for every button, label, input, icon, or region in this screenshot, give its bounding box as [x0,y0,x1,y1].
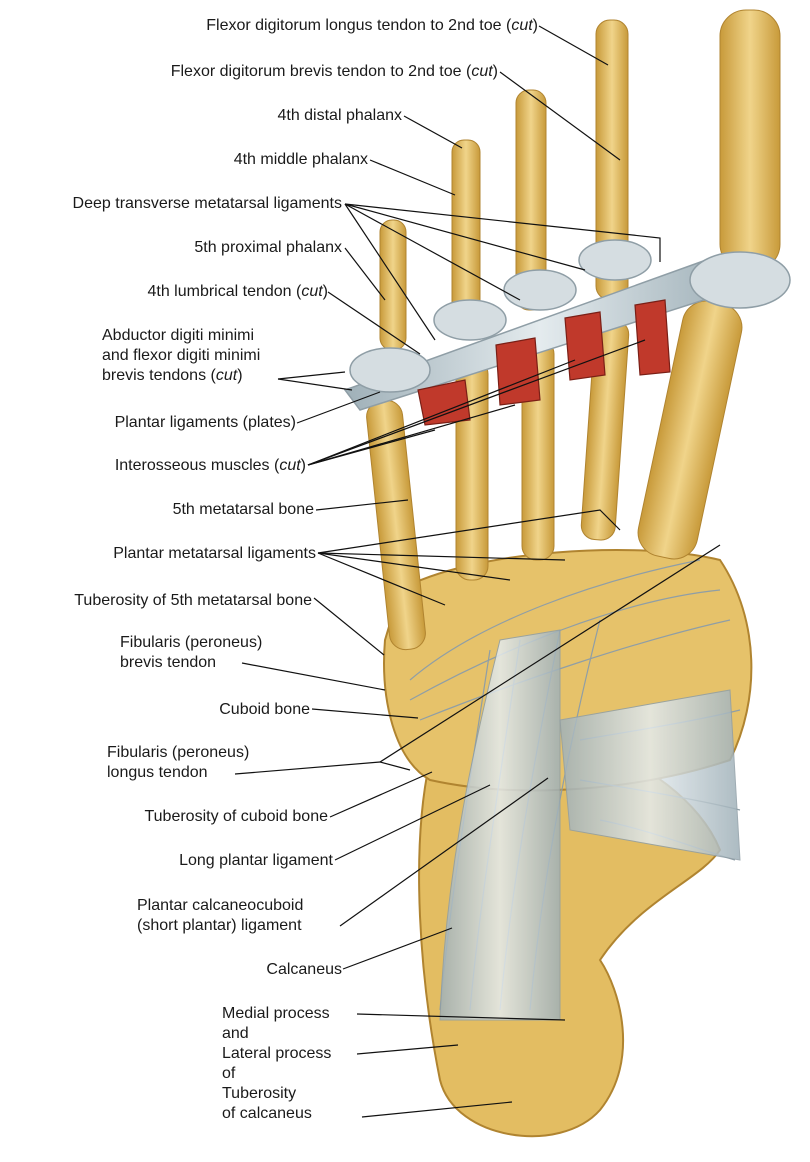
label-5th-metatarsal-bone: 5th metatarsal bone [172,501,314,518]
interosseous-muscles [417,299,671,426]
phalanges [379,9,781,351]
label-fibularis-brevis: Fibularis (peroneus) brevis tendon [120,634,263,671]
label-4th-lumbrical-tendon: 4th lumbrical tendon (cut) [147,283,328,300]
label-deep-transverse-ligaments: Deep transverse metatarsal ligaments [72,195,342,212]
label-tuberosity-5th-metatarsal: Tuberosity of 5th metatarsal bone [74,592,312,609]
label-plantar-metatarsal-ligaments: Plantar metatarsal ligaments [113,545,316,562]
long-plantar-ligament [439,629,741,1021]
label-cuboid-bone: Cuboid bone [219,701,310,718]
label-4th-distal-phalanx: 4th distal phalanx [277,107,402,124]
label-4th-middle-phalanx: 4th middle phalanx [233,151,368,168]
label-plantar-calcaneocuboid: Plantar calcaneocuboid (short plantar) l… [137,897,304,934]
label-fdb-tendon: Flexor digitorum brevis tendon to 2nd to… [170,63,498,80]
label-fibularis-longus: Fibularis (peroneus) longus tendon [107,744,250,781]
label-long-plantar-ligament: Long plantar ligament [179,852,333,869]
label-tuberosity-calcaneus-processes: Medial process and Lateral process of Tu… [222,1005,332,1122]
label-abductor-flexor-digiti-minimi: Abductor digiti minimi and flexor digiti… [102,327,261,384]
label-calcaneus: Calcaneus [266,961,342,978]
plantar-plates [349,239,791,393]
label-tuberosity-cuboid: Tuberosity of cuboid bone [144,808,328,825]
label-plantar-plates: Plantar ligaments (plates) [114,414,296,431]
label-5th-proximal-phalanx: 5th proximal phalanx [194,239,342,256]
label-fdl-tendon: Flexor digitorum longus tendon to 2nd to… [206,17,538,34]
label-interosseous-muscles: Interosseous muscles (cut) [114,457,306,474]
leader-lines [234,25,721,1118]
